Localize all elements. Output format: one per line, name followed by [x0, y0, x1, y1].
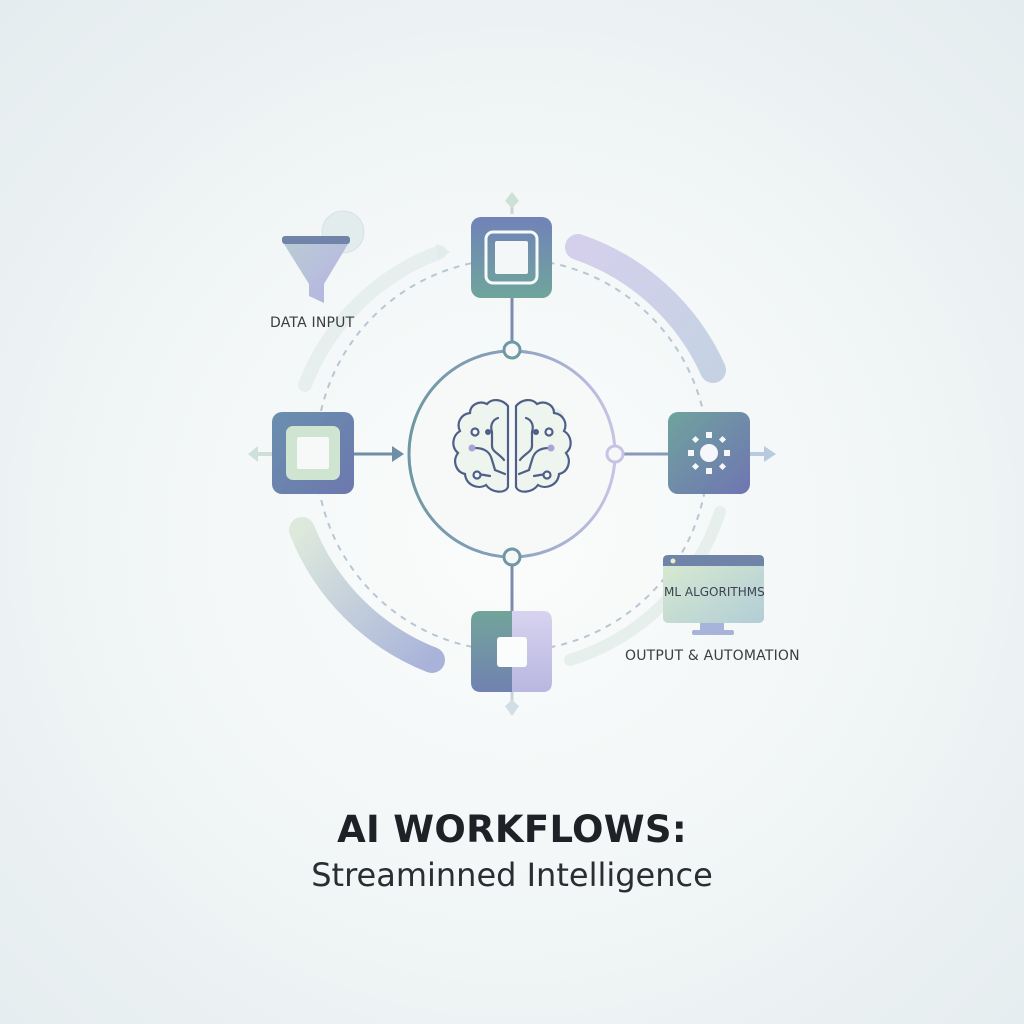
arrow-down-icon — [505, 700, 519, 716]
center-ring — [407, 349, 617, 559]
square-frame-icon — [484, 230, 539, 285]
node-left[interactable] — [272, 412, 354, 494]
page-subtitle: Streaminned Intelligence — [311, 856, 713, 894]
node-right[interactable] — [668, 412, 750, 494]
label-data-input: DATA INPUT — [270, 315, 355, 331]
ring-node-right[interactable] — [605, 444, 625, 464]
arrow-left-icon — [248, 446, 258, 462]
arc-top-left — [298, 245, 447, 392]
monitor-icon — [663, 555, 764, 635]
node-bottom[interactable] — [471, 611, 552, 692]
ring-node-bottom[interactable] — [502, 547, 522, 567]
split-square-icon — [497, 637, 527, 667]
arc-top-right — [565, 234, 726, 383]
arc-top-left-arrow-icon — [436, 244, 450, 260]
brain-circuit-icon — [452, 399, 572, 493]
arc-bottom-right — [564, 506, 726, 666]
arrow-right-icon — [392, 446, 404, 462]
arc-bottom-left — [289, 517, 445, 673]
label-output-automation: OUTPUT & AUTOMATION — [625, 648, 800, 664]
node-top[interactable] — [471, 217, 552, 298]
label-ml-algorithms: ML ALGORITHMS — [664, 585, 765, 599]
page-title: AI WORKFLOWS: — [337, 808, 687, 851]
gear-icon — [688, 432, 730, 474]
arrow-up-icon — [505, 192, 519, 208]
funnel-icon — [282, 236, 350, 303]
ring-node-top[interactable] — [502, 340, 522, 360]
arrow-right-out-icon — [764, 446, 776, 462]
